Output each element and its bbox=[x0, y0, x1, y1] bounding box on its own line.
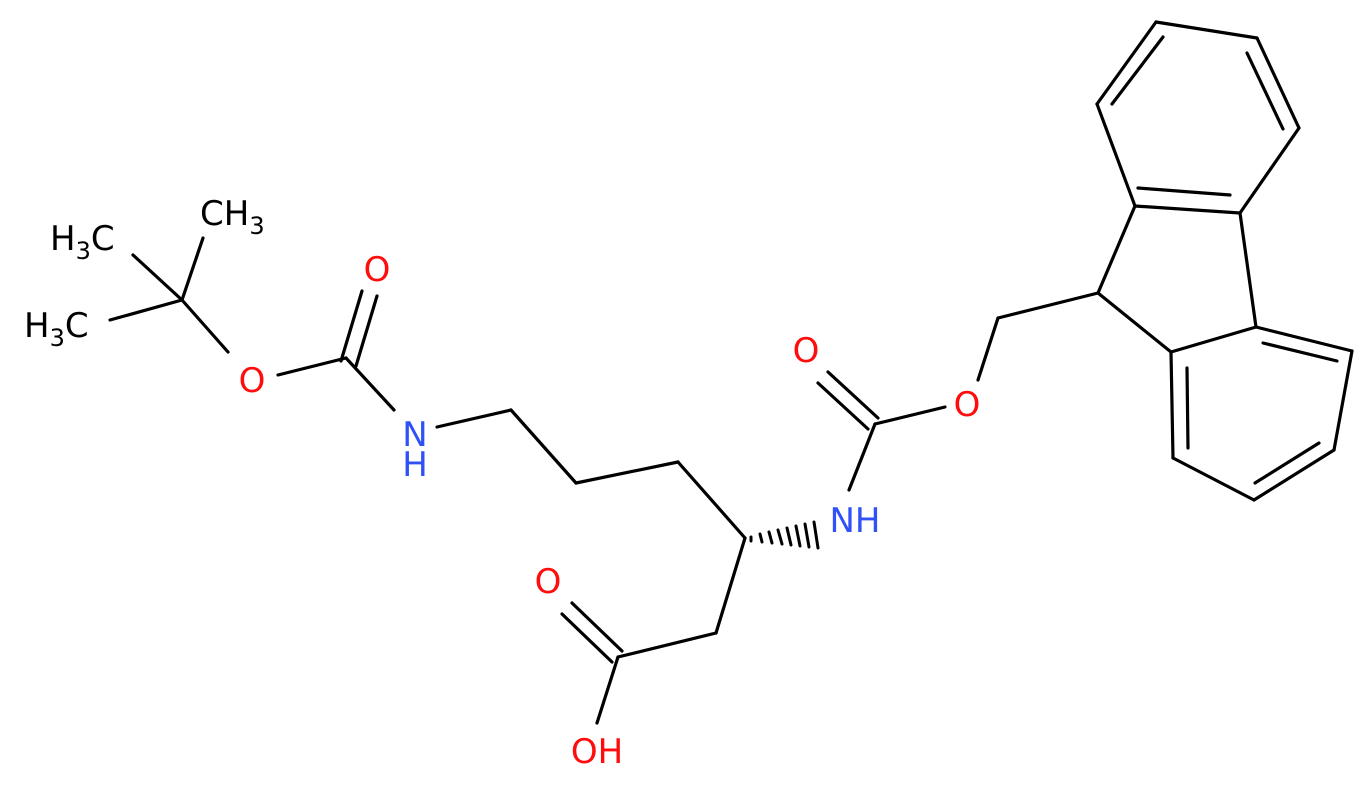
stereo-hash-wedge bbox=[749, 520, 820, 550]
bond-ub-1 bbox=[1095, 102, 1137, 208]
label-boc-carbonyl-o: O bbox=[364, 250, 391, 290]
bond-o-cboc bbox=[276, 356, 348, 377]
bond-c1-c2 bbox=[509, 408, 578, 485]
bond-ub-4 bbox=[1255, 36, 1301, 130]
label-ch3-top: CH3 bbox=[200, 194, 265, 240]
bond-ch2-c9 bbox=[996, 291, 1100, 320]
bond-ct-ch3-top bbox=[180, 236, 205, 302]
label-h3c-upper: H3C bbox=[50, 219, 115, 265]
bond-cfmoc-o bbox=[873, 405, 947, 426]
bond-group bbox=[108, 20, 1354, 725]
bond-ub-3 bbox=[1154, 20, 1259, 40]
bond-ub-inner-2 bbox=[1110, 35, 1165, 106]
bond-c9a-c4a bbox=[1133, 204, 1242, 215]
bond-lb-2 bbox=[1332, 349, 1354, 452]
bond-lb-3 bbox=[1252, 448, 1336, 502]
bond-c4-c5 bbox=[714, 536, 747, 635]
bond-ub-inner-1 bbox=[1136, 186, 1232, 197]
bond-c9-c8a bbox=[1096, 291, 1173, 354]
bond-cfmoc-o-double-b bbox=[816, 381, 870, 431]
bond-cboc-o-double-b bbox=[354, 294, 379, 368]
bond-lb-4 bbox=[1171, 456, 1256, 502]
bond-c4b-c8a bbox=[1169, 325, 1258, 354]
bond-n-c1 bbox=[435, 408, 513, 429]
bond-c3-c4 bbox=[676, 460, 747, 540]
label-fmoc-nh: NH bbox=[830, 501, 881, 541]
bond-c4a-c4b bbox=[1238, 211, 1258, 329]
bond-nh-cfmoc bbox=[847, 422, 877, 492]
label-boc-ester-o: O bbox=[239, 361, 266, 401]
bond-lb-5 bbox=[1169, 350, 1175, 460]
label-fmoc-ester-o: O bbox=[954, 385, 981, 425]
bond-cacid-o-double-a bbox=[570, 601, 624, 653]
atom-labels: CH3 H3C H3C O O N H O O NH O OH bbox=[24, 194, 980, 772]
bond-lb-1 bbox=[1254, 325, 1354, 353]
label-boc-h: H bbox=[402, 445, 428, 485]
bond-lb-inner-2 bbox=[1253, 441, 1321, 485]
bond-ct-o bbox=[180, 298, 230, 354]
label-fmoc-carbonyl-o: O bbox=[793, 331, 820, 371]
bond-ub-inner-3 bbox=[1245, 51, 1285, 131]
bond-cboc-n bbox=[344, 356, 396, 412]
bond-ub-5 bbox=[1238, 126, 1301, 215]
bond-c5-cacid bbox=[616, 631, 718, 659]
bond-cboc-o-double-a bbox=[339, 289, 364, 363]
bond-lb-inner-1 bbox=[1261, 341, 1339, 363]
bond-o-ch2 bbox=[976, 316, 1000, 382]
bond-ct-ch3-lower bbox=[108, 298, 184, 322]
bond-ub-2 bbox=[1095, 20, 1158, 106]
label-h3c-lower: H3C bbox=[24, 306, 89, 352]
bond-cfmoc-o-double-a bbox=[826, 370, 880, 420]
label-acid-carbonyl-o: O bbox=[535, 562, 562, 602]
bond-cacid-o-double-b bbox=[560, 612, 614, 664]
label-boc-n: N bbox=[402, 415, 427, 455]
bond-c2-c3 bbox=[574, 460, 680, 485]
bond-ct-ch3-upper bbox=[131, 253, 184, 302]
label-acid-oh: OH bbox=[571, 732, 623, 772]
bond-cacid-oh bbox=[595, 655, 620, 725]
bond-c9-c9a bbox=[1096, 204, 1137, 295]
bond-lb-inner-3 bbox=[1185, 366, 1190, 450]
